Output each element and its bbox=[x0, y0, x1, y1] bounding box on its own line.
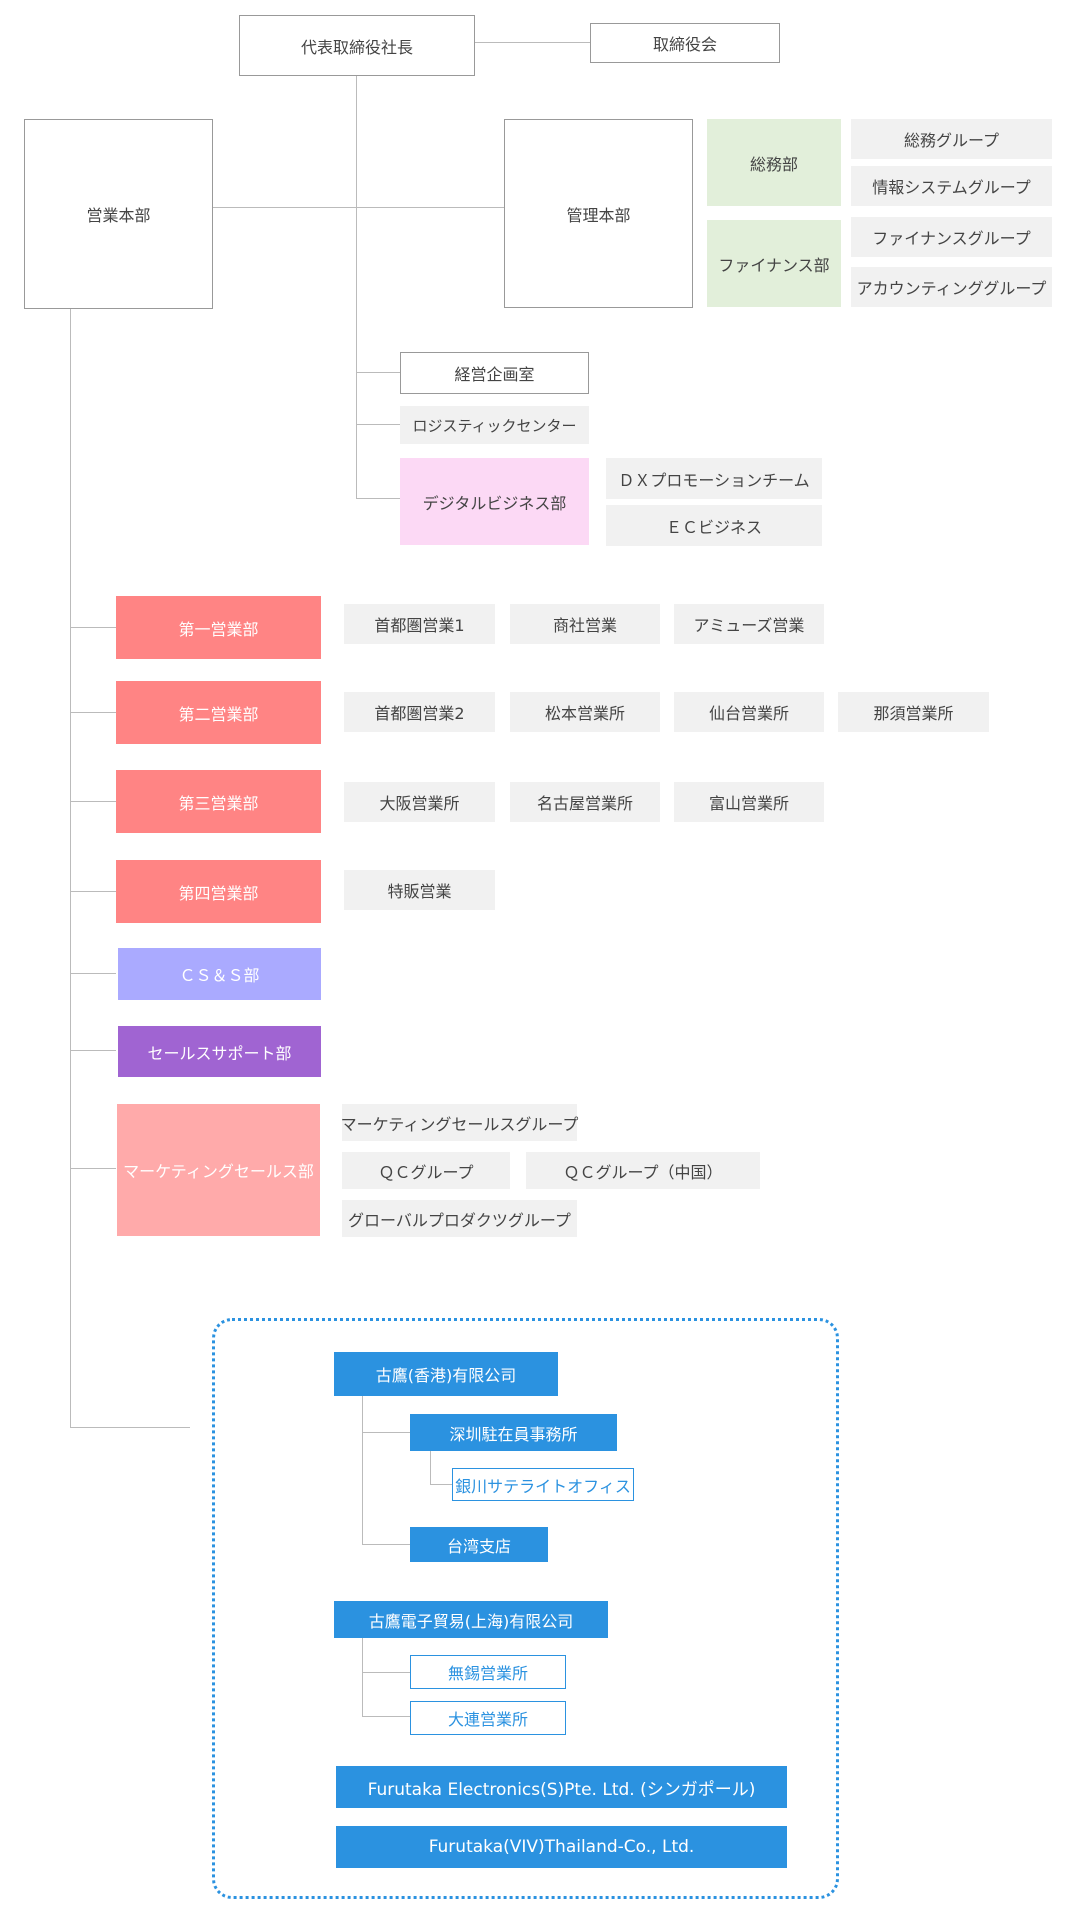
hk-subsidiary: 古鷹(香港)有限公司 bbox=[334, 1352, 558, 1396]
connector-line bbox=[362, 1544, 410, 1545]
taiwan-branch: 台湾支店 bbox=[410, 1527, 548, 1562]
connector-line bbox=[362, 1432, 410, 1433]
connector-line bbox=[70, 712, 116, 713]
shenzhen-office: 深圳駐在員事務所 bbox=[410, 1414, 617, 1451]
connector-line bbox=[70, 308, 71, 1428]
sales-dept-4: 第四営業部 bbox=[116, 860, 321, 923]
connector-line bbox=[362, 1396, 363, 1545]
connector-line bbox=[362, 1638, 363, 1717]
sales-unit: 大阪営業所 bbox=[344, 782, 495, 822]
overseas-group-frame bbox=[212, 1318, 839, 1899]
connector-line bbox=[70, 973, 116, 974]
sales-dept-3: 第三営業部 bbox=[116, 770, 321, 833]
ec-business-team: ＥＣビジネス bbox=[606, 505, 822, 546]
connector-line bbox=[212, 207, 504, 208]
connector-line bbox=[70, 1050, 116, 1051]
wuxi-office: 無錫営業所 bbox=[410, 1655, 566, 1689]
sales-unit: 商社営業 bbox=[510, 604, 660, 644]
connector-line bbox=[356, 372, 400, 373]
president-box: 代表取締役社長 bbox=[239, 15, 475, 76]
connector-line bbox=[70, 801, 116, 802]
sales-unit: 特販営業 bbox=[344, 870, 495, 910]
singapore-subsidiary: Furutaka Electronics(S)Pte. Ltd. (シンガポール… bbox=[336, 1766, 787, 1808]
connector-line bbox=[362, 1672, 410, 1673]
marketing-sales-dept: マーケティングセールス部 bbox=[117, 1104, 320, 1236]
admin-hq-box: 管理本部 bbox=[504, 119, 693, 308]
connector-line bbox=[430, 1448, 431, 1485]
finance-group: ファイナンスグループ bbox=[851, 217, 1052, 257]
it-systems-group: 情報システムグループ bbox=[851, 166, 1052, 206]
sales-unit: 松本営業所 bbox=[510, 692, 660, 732]
cs-and-s-dept: ＣＳ＆Ｓ部 bbox=[118, 948, 321, 1000]
connector-line bbox=[70, 1427, 190, 1428]
finance-dept: ファイナンス部 bbox=[707, 220, 841, 307]
sales-unit: アミューズ営業 bbox=[674, 604, 824, 644]
shanghai-subsidiary: 古鷹電子貿易(上海)有限公司 bbox=[334, 1601, 608, 1638]
connector-line bbox=[356, 498, 400, 499]
sales-hq-box: 営業本部 bbox=[24, 119, 213, 309]
sales-unit: 首都圏営業2 bbox=[344, 692, 495, 732]
digital-business-dept: デジタルビジネス部 bbox=[400, 458, 589, 545]
logistics-center: ロジスティックセンター bbox=[400, 406, 589, 444]
accounting-group: アカウンティンググループ bbox=[851, 267, 1052, 307]
corporate-planning-office: 経営企画室 bbox=[400, 352, 589, 394]
dalian-office: 大連営業所 bbox=[410, 1701, 566, 1735]
dx-promotion-team: ＤＸプロモーションチーム bbox=[606, 458, 822, 499]
connector-line bbox=[474, 42, 590, 43]
marketing-group: マーケティングセールスグループ bbox=[341, 1104, 578, 1141]
connector-line bbox=[70, 891, 116, 892]
sales-dept-2: 第二営業部 bbox=[116, 681, 321, 744]
sales-dept-1: 第一営業部 bbox=[116, 596, 321, 659]
sales-unit: 名古屋営業所 bbox=[510, 782, 660, 822]
connector-line bbox=[356, 76, 357, 498]
marketing-group: ＱＣグループ bbox=[342, 1152, 510, 1189]
yinchuan-satellite-office: 銀川サテライトオフィス bbox=[452, 1468, 634, 1501]
sales-support-dept: セールスサポート部 bbox=[118, 1026, 321, 1077]
connector-line bbox=[70, 627, 116, 628]
connector-line bbox=[356, 424, 400, 425]
general-affairs-dept: 総務部 bbox=[707, 119, 841, 206]
marketing-group: グローバルプロダクツグループ bbox=[342, 1200, 577, 1237]
sales-unit: 仙台営業所 bbox=[674, 692, 824, 732]
thailand-subsidiary: Furutaka(VIV)Thailand-Co., Ltd. bbox=[336, 1826, 787, 1868]
sales-unit: 首都圏営業1 bbox=[344, 604, 495, 644]
general-affairs-group: 総務グループ bbox=[851, 119, 1052, 159]
sales-unit: 那須営業所 bbox=[838, 692, 989, 732]
connector-line bbox=[70, 1168, 116, 1169]
connector-line bbox=[362, 1716, 410, 1717]
sales-unit: 富山営業所 bbox=[674, 782, 824, 822]
board-box: 取締役会 bbox=[590, 23, 780, 63]
connector-line bbox=[430, 1484, 452, 1485]
marketing-group: ＱＣグループ（中国） bbox=[526, 1152, 760, 1189]
